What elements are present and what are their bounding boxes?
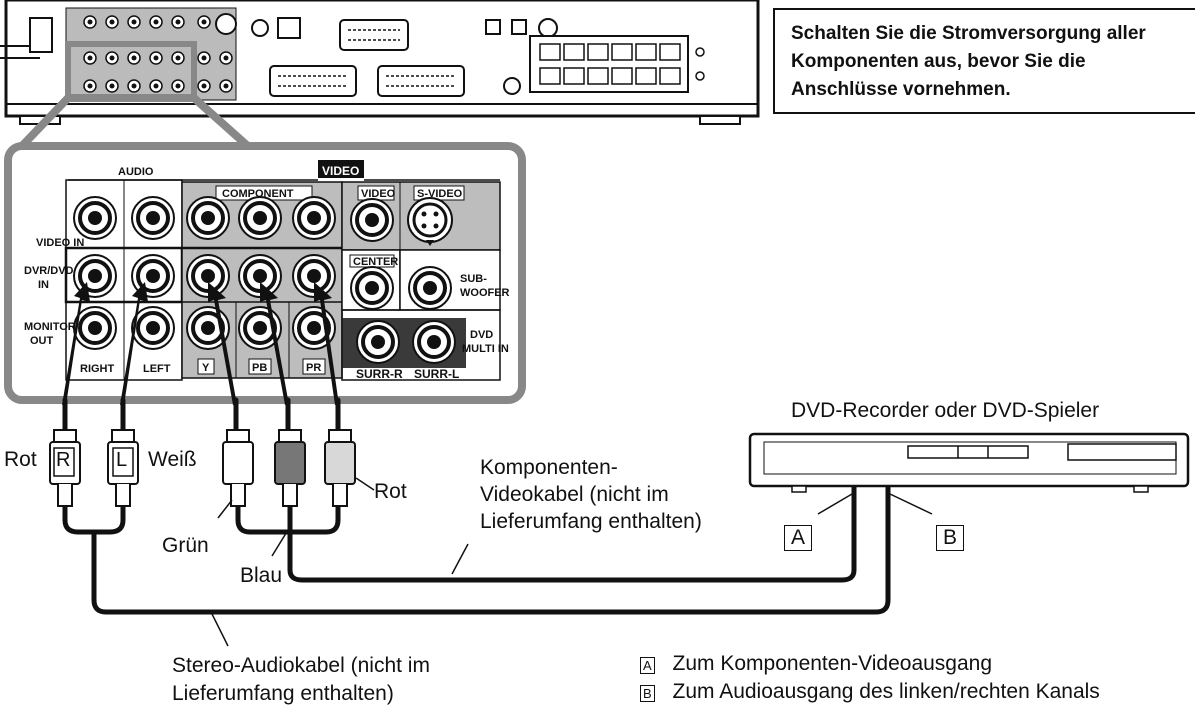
s-video-label: S-VIDEO xyxy=(417,188,463,200)
dvd-multi-label-2: MULTI IN xyxy=(462,343,509,355)
component-cable-line-2: Videokabel (nicht im xyxy=(480,483,669,506)
marker-b-box: B xyxy=(936,525,965,551)
plug-r-letter: R xyxy=(56,449,71,471)
plug-l-letter: L xyxy=(116,449,128,471)
video-header: VIDEO xyxy=(322,164,359,178)
legend-text-a: Zum Komponenten-Videoausgang xyxy=(672,652,993,675)
marker-a-box: A xyxy=(784,525,813,551)
dvr-dvd-in-label-1: DVR/DVD xyxy=(24,265,74,277)
legend-text-b: Zum Audioausgang des linken/rechten Kana… xyxy=(672,680,1100,703)
note-line-3: Anschlüsse vornehmen. xyxy=(791,79,1011,100)
dvr-dvd-in-label-2: IN xyxy=(38,279,49,291)
plug-red-pr xyxy=(324,429,356,507)
warning-note: Schalten Sie die Stromversorgung aller K… xyxy=(773,8,1195,114)
y-label: Y xyxy=(202,362,210,374)
video-jack-label: VIDEO xyxy=(361,188,396,200)
label-rot-left: Rot xyxy=(4,448,37,471)
stereo-cable-line-2: Lieferumfang enthalten) xyxy=(172,682,394,705)
marker-a: A xyxy=(784,524,813,552)
legend-marker-a: A xyxy=(640,657,655,674)
legend-marker-b: B xyxy=(640,685,655,702)
center-label: CENTER xyxy=(353,256,398,268)
component-cable-line-1: Komponenten- xyxy=(480,456,618,479)
stereo-cable-line-1: Stereo-Audiokabel (nicht im xyxy=(172,654,430,677)
leader-lines xyxy=(211,477,933,647)
zoomed-panel: AUDIO VIDEO COMPONENT VIDEO S-VIDEO CENT… xyxy=(4,142,526,404)
receiver-rear-panel xyxy=(0,0,760,125)
audio-header: AUDIO xyxy=(118,166,154,178)
legend-item-a: A Zum Komponenten-Videoausgang xyxy=(640,650,992,678)
monitor-out-label-2: OUT xyxy=(30,335,54,347)
video-in-label: VIDEO IN xyxy=(36,237,84,249)
dvd-device-label: DVD-Recorder oder DVD-Spieler xyxy=(791,399,1100,422)
right-label: RIGHT xyxy=(80,363,115,375)
left-label: LEFT xyxy=(143,363,171,375)
speaker-terminals xyxy=(539,43,681,85)
surr-r-label: SURR-R xyxy=(356,367,403,381)
label-gruen: Grün xyxy=(162,534,209,557)
monitor-out-label-1: MONITOR xyxy=(24,321,76,333)
plug-green-y xyxy=(222,429,254,507)
subwoofer-label-1: SUB- xyxy=(460,273,487,285)
note-line-1: Schalten Sie die Stromversorgung aller xyxy=(791,23,1146,44)
surr-l-label: SURR-L xyxy=(414,367,459,381)
rca-plugs xyxy=(49,429,356,507)
pb-label: PB xyxy=(252,362,267,374)
dvd-multi-label-1: DVD xyxy=(470,329,493,341)
note-line-2: Komponenten aus, bevor Sie die xyxy=(791,51,1086,72)
panel-jacks xyxy=(72,195,457,365)
plug-blue-pb xyxy=(274,429,306,507)
component-header: COMPONENT xyxy=(222,188,294,200)
legend-item-b: B Zum Audioausgang des linken/rechten Ka… xyxy=(640,678,1100,706)
subwoofer-label-2: WOOFER xyxy=(460,287,510,299)
panel-mini-jacks xyxy=(83,13,237,93)
insertion-arrows xyxy=(62,282,339,405)
pr-label: PR xyxy=(306,362,321,374)
label-weiss: Weiß xyxy=(148,448,197,471)
cables xyxy=(62,397,891,615)
dvd-device xyxy=(748,432,1190,493)
label-blau: Blau xyxy=(240,564,283,587)
marker-b: B xyxy=(936,524,965,552)
component-cable-line-3: Lieferumfang enthalten) xyxy=(480,510,702,533)
label-rot-right: Rot xyxy=(374,480,407,503)
